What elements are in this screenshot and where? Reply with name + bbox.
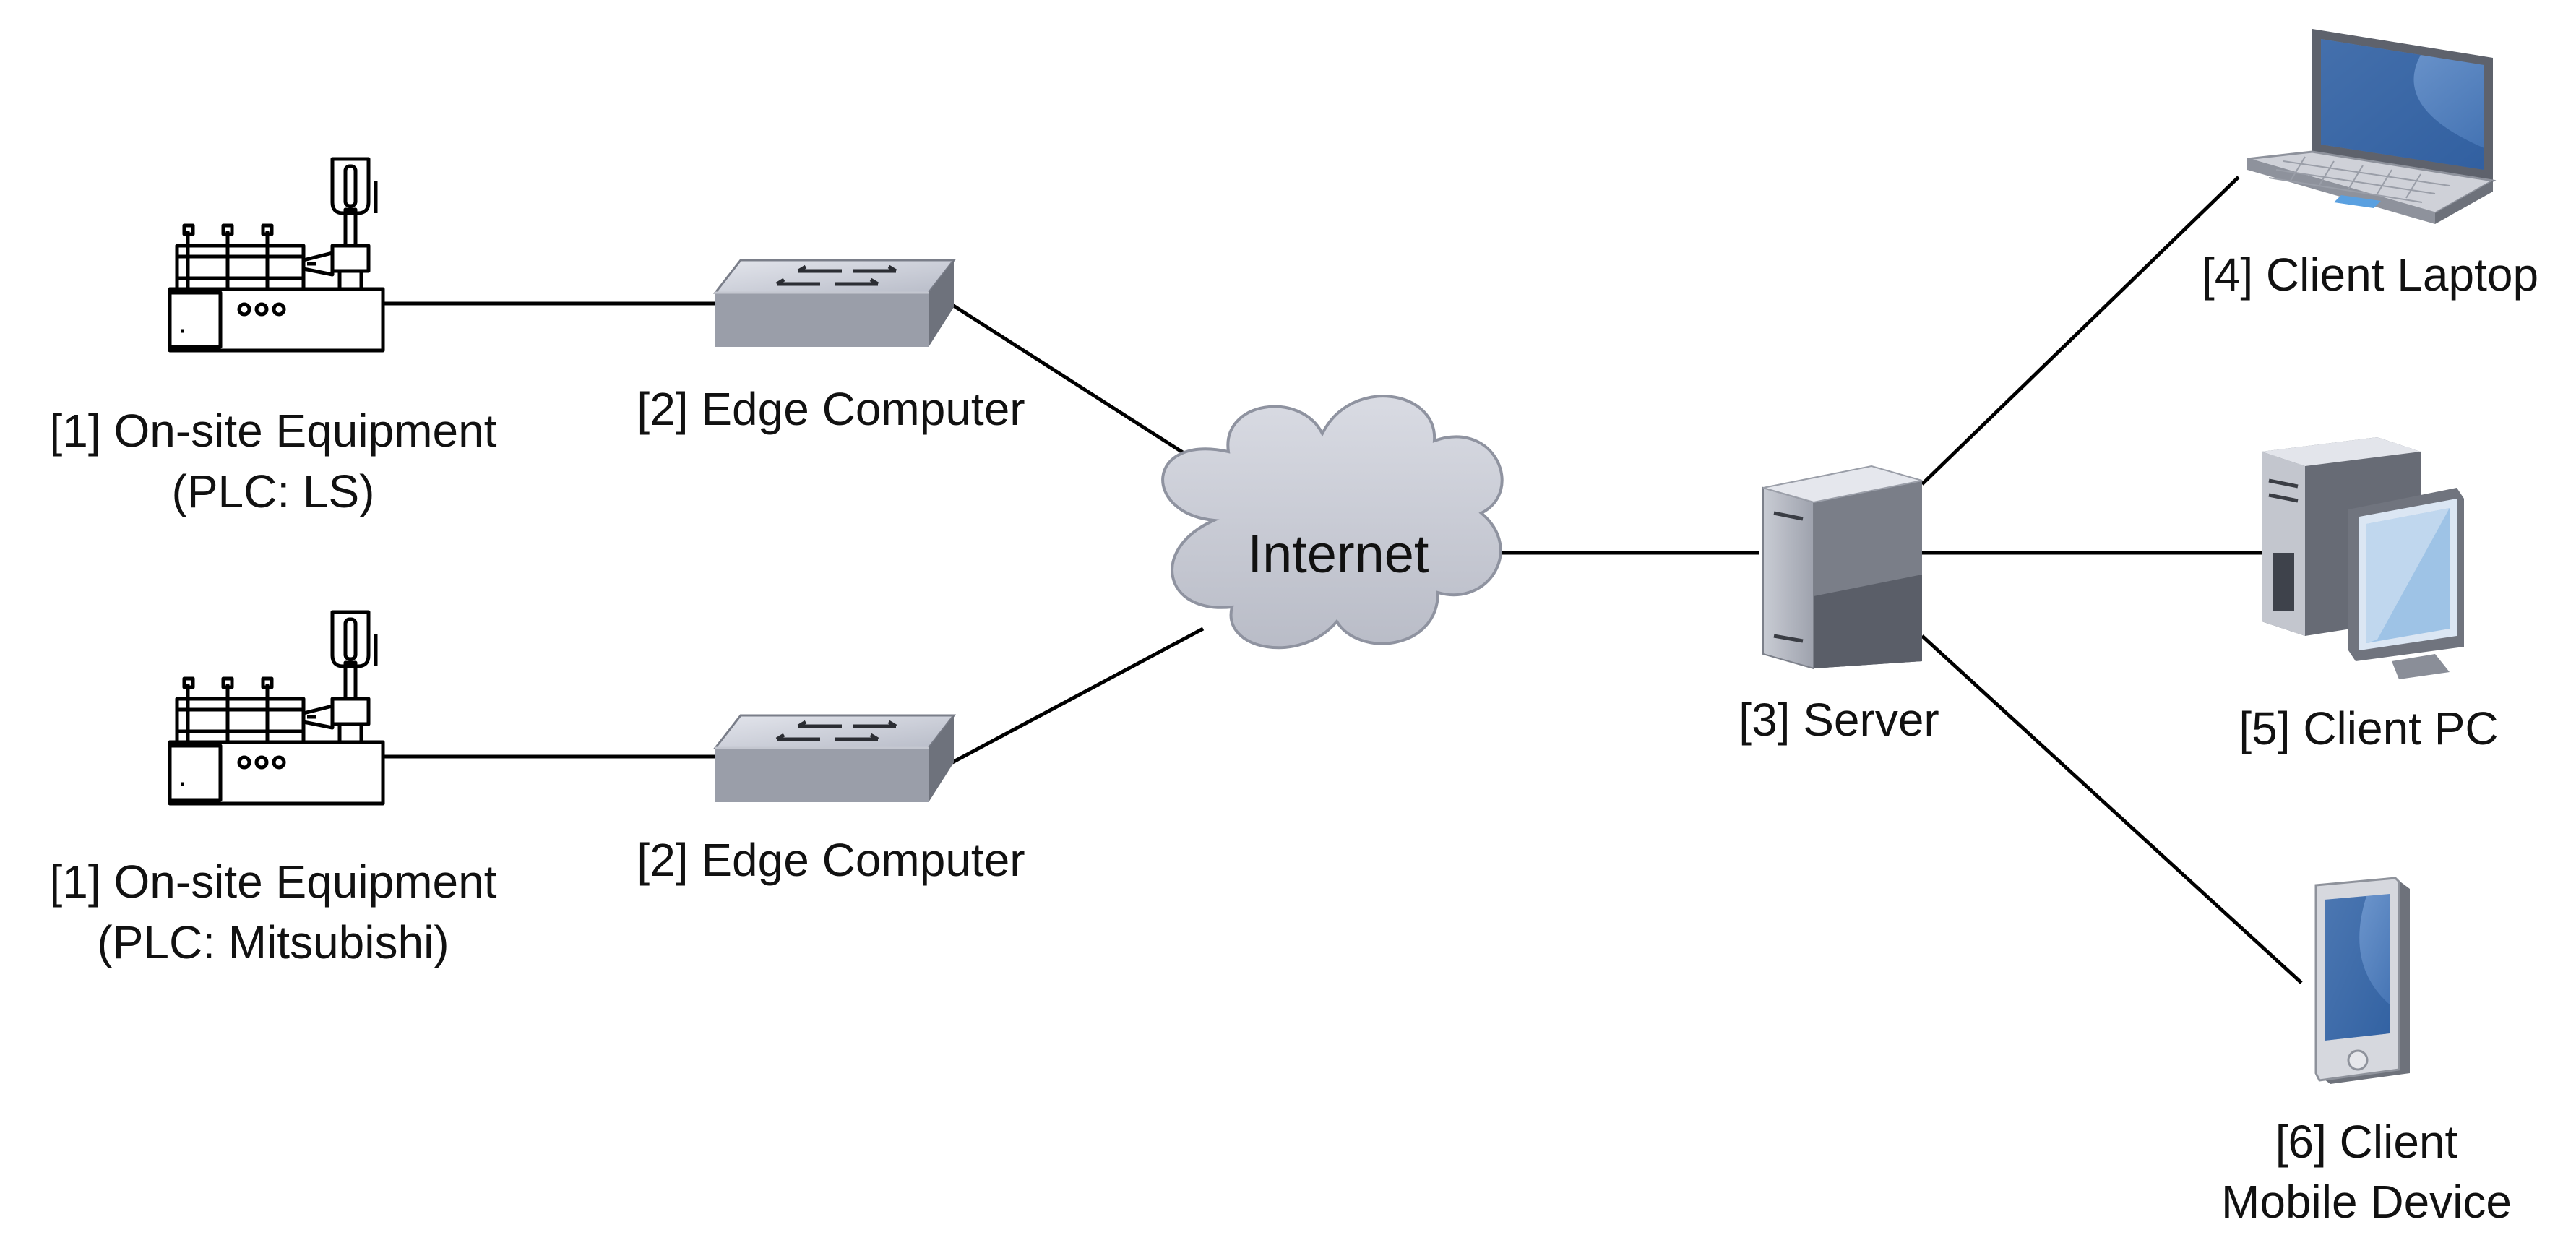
edge-1-label: [2] Edge Computer xyxy=(637,383,1025,435)
equipment-node-2: [1] On-site Equipment (PLC: Mitsubishi) xyxy=(50,612,497,968)
network-switch-icon xyxy=(715,260,954,347)
mobile-label-line1: [6] Client xyxy=(2275,1116,2458,1168)
edge-computer-node-1: [2] Edge Computer xyxy=(637,260,1025,435)
link-edge1-internet xyxy=(951,303,1223,479)
injection-molding-machine-icon xyxy=(170,612,383,804)
equipment-1-label-line2: (PLC: LS) xyxy=(172,465,375,517)
mobile-label-line2: Mobile Device xyxy=(2221,1176,2512,1228)
laptop-icon xyxy=(2246,27,2494,225)
tablet-icon xyxy=(2314,877,2411,1085)
network-switch-icon xyxy=(715,715,954,802)
equipment-2-label-line2: (PLC: Mitsubishi) xyxy=(97,916,449,968)
equipment-1-label-line1: [1] On-site Equipment xyxy=(50,405,497,457)
internet-label: Internet xyxy=(1248,524,1429,584)
server-node: [3] Server xyxy=(1739,466,1939,746)
edge-2-label: [2] Edge Computer xyxy=(637,834,1025,886)
server-tower-icon xyxy=(1763,466,1922,668)
link-edge2-internet xyxy=(951,627,1205,765)
link-server-mobile xyxy=(1921,634,2303,984)
connection-lines xyxy=(383,176,2303,984)
cloud-icon xyxy=(1161,395,1504,650)
desktop-pc-icon xyxy=(2262,437,2464,679)
link-server-laptop xyxy=(1921,176,2240,486)
equipment-node-1: [1] On-site Equipment (PLC: LS) xyxy=(50,159,497,517)
laptop-node: [4] Client Laptop xyxy=(2202,27,2538,301)
server-label: [3] Server xyxy=(1739,694,1939,746)
edge-computer-node-2: [2] Edge Computer xyxy=(637,715,1025,886)
mobile-node: [6] Client Mobile Device xyxy=(2221,877,2512,1228)
injection-molding-machine-icon xyxy=(170,159,383,350)
laptop-label: [4] Client Laptop xyxy=(2202,249,2538,301)
pc-label: [5] Client PC xyxy=(2239,702,2498,754)
internet-node: Internet xyxy=(1161,395,1504,650)
pc-node: [5] Client PC xyxy=(2239,437,2499,754)
equipment-2-label-line1: [1] On-site Equipment xyxy=(50,856,497,908)
